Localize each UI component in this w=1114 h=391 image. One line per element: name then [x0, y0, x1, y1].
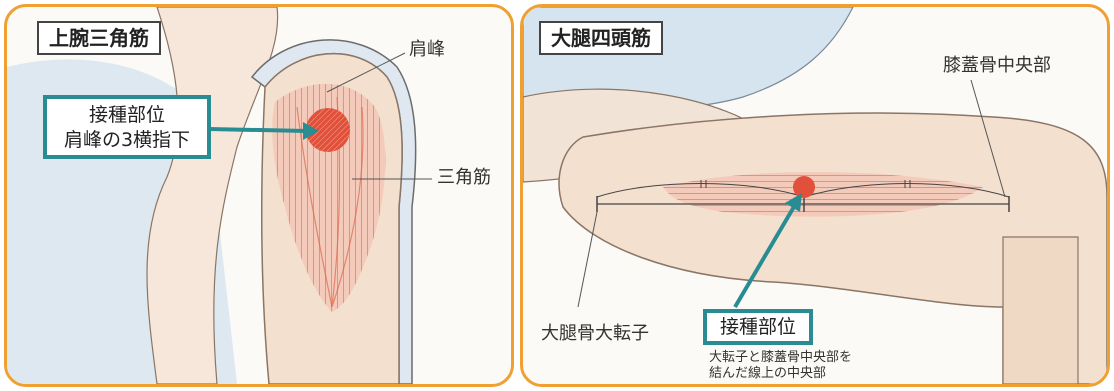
note-line-1: 大転子と膝蓋骨中央部を — [709, 349, 852, 366]
callout-line-1: 接種部位 — [47, 103, 207, 128]
injection-site-marker — [793, 176, 815, 198]
injection-site-callout: 接種部位 肩峰の3横指下 — [43, 95, 211, 159]
callout-arrow-line — [209, 129, 307, 131]
quadriceps-panel: 大腿四頭筋 膝蓋骨中央部 大腿骨大転子 接種部位 大転子と膝蓋骨中央部を 結んだ… — [520, 4, 1110, 387]
deltoid-illustration — [7, 7, 511, 384]
panel-title: 大腿四頭筋 — [539, 21, 663, 55]
callout-line-2: 肩峰の3横指下 — [47, 128, 207, 153]
trochanter-label: 大腿骨大転子 — [541, 323, 649, 345]
patella-label: 膝蓋骨中央部 — [943, 55, 1051, 77]
acromion-label: 肩峰 — [409, 39, 445, 61]
lower-leg — [1003, 237, 1078, 384]
deltoid-label: 三角筋 — [437, 167, 491, 189]
injection-site-callout: 接種部位 — [703, 309, 813, 345]
deltoid-panel: 上腕三角筋 肩峰 三角筋 接種部位 肩峰の3横指下 — [4, 4, 514, 387]
note-line-2: 結んだ線上の中央部 — [709, 365, 826, 382]
torso-skin — [147, 7, 278, 384]
panel-title: 上腕三角筋 — [37, 21, 161, 55]
